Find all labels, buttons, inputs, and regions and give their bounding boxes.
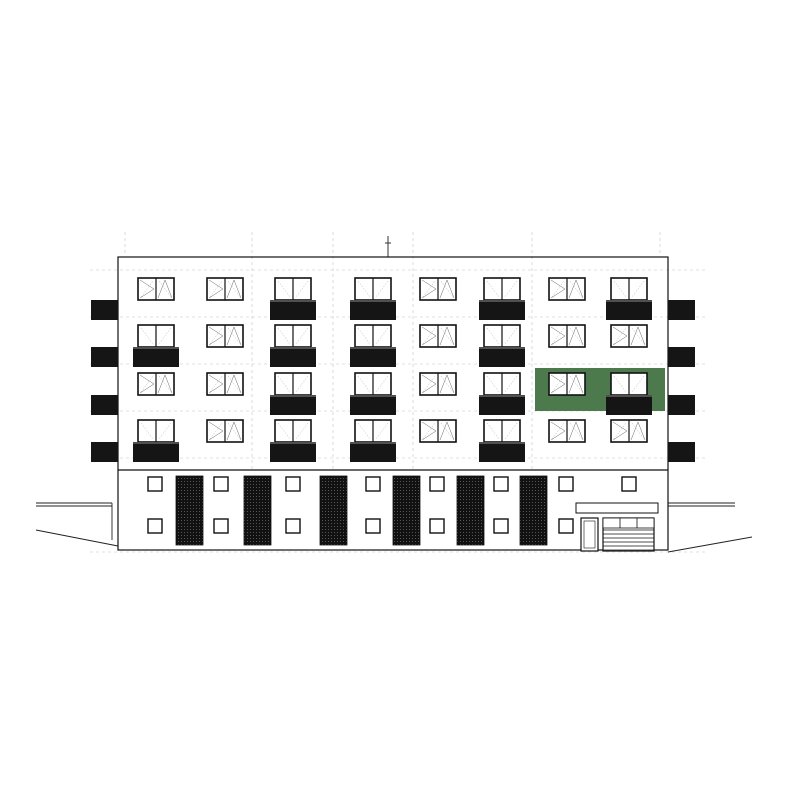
- balcony-door: [274, 372, 312, 396]
- ground-window-upper: [558, 476, 574, 492]
- ground-window-lower: [285, 518, 301, 534]
- side-balcony-left: [91, 300, 118, 320]
- ground-window-upper: [147, 476, 163, 492]
- louver-panel: [392, 475, 421, 546]
- balcony-railing: [479, 300, 525, 320]
- window: [419, 372, 457, 396]
- window: [137, 277, 175, 301]
- side-balcony-right: [668, 395, 695, 415]
- window: [548, 419, 586, 443]
- balcony-railing: [479, 442, 525, 462]
- side-balcony-right: [668, 442, 695, 462]
- window: [419, 419, 457, 443]
- side-balcony-left: [91, 442, 118, 462]
- louver-panel: [519, 475, 548, 546]
- balcony-railing: [270, 395, 316, 415]
- window: [206, 277, 244, 301]
- balcony-door: [483, 277, 521, 301]
- ground-window-upper: [285, 476, 301, 492]
- balcony-door: [274, 419, 312, 443]
- ground-window-lower: [213, 518, 229, 534]
- window: [548, 324, 586, 348]
- side-balcony-left: [91, 347, 118, 367]
- balcony-railing: [270, 347, 316, 367]
- terrain-lines: [35, 502, 753, 553]
- window: [419, 277, 457, 301]
- floor-4: [91, 277, 695, 320]
- balcony-railing: [133, 442, 179, 462]
- louver-panel: [175, 475, 204, 546]
- balcony-door: [274, 324, 312, 348]
- ground-window-lower: [493, 518, 509, 534]
- balcony-railing: [479, 395, 525, 415]
- window: [206, 419, 244, 443]
- balcony-railing: [350, 347, 396, 367]
- ground-window-upper: [621, 476, 637, 492]
- window: [610, 324, 648, 348]
- window: [206, 372, 244, 396]
- roof-antenna: [385, 236, 391, 257]
- floor-2: [91, 372, 695, 415]
- balcony-door: [610, 277, 648, 301]
- window: [206, 324, 244, 348]
- window: [137, 372, 175, 396]
- balcony-door: [354, 372, 392, 396]
- window: [419, 324, 457, 348]
- louver-panel: [319, 475, 348, 546]
- floor-1: [91, 419, 695, 462]
- window: [548, 277, 586, 301]
- balcony-door: [610, 372, 648, 396]
- window: [610, 419, 648, 443]
- upper-floors: [91, 277, 695, 462]
- ground-window-lower: [365, 518, 381, 534]
- balcony-door: [354, 419, 392, 443]
- balcony-railing: [350, 395, 396, 415]
- balcony-door: [137, 324, 175, 348]
- ground-window-lower: [147, 518, 163, 534]
- balcony-door: [354, 324, 392, 348]
- ground-window-lower: [558, 518, 574, 534]
- louver-panel: [456, 475, 485, 546]
- balcony-door: [137, 419, 175, 443]
- balcony-door: [483, 372, 521, 396]
- floor-3: [91, 324, 695, 367]
- balcony-railing: [350, 300, 396, 320]
- side-balcony-right: [668, 347, 695, 367]
- construction-grid: [90, 232, 705, 553]
- balcony-railing: [270, 300, 316, 320]
- ground-window-upper: [493, 476, 509, 492]
- balcony-door: [483, 324, 521, 348]
- balcony-railing: [133, 347, 179, 367]
- balcony-railing: [606, 395, 652, 415]
- balcony-railing: [350, 442, 396, 462]
- garage-entrance: [575, 502, 659, 552]
- balcony-railing: [479, 347, 525, 367]
- balcony-door: [354, 277, 392, 301]
- side-balcony-left: [91, 395, 118, 415]
- louver-panel: [243, 475, 272, 546]
- ground-window-upper: [365, 476, 381, 492]
- balcony-railing: [270, 442, 316, 462]
- ground-window-upper: [429, 476, 445, 492]
- balcony-railing: [606, 300, 652, 320]
- side-balcony-right: [668, 300, 695, 320]
- ground-floor: [147, 475, 659, 552]
- balcony-door: [483, 419, 521, 443]
- balcony-door: [274, 277, 312, 301]
- entrance-door: [580, 517, 599, 552]
- ground-window-lower: [429, 518, 445, 534]
- ground-window-upper: [213, 476, 229, 492]
- window: [548, 372, 586, 396]
- garage-canopy: [575, 502, 659, 514]
